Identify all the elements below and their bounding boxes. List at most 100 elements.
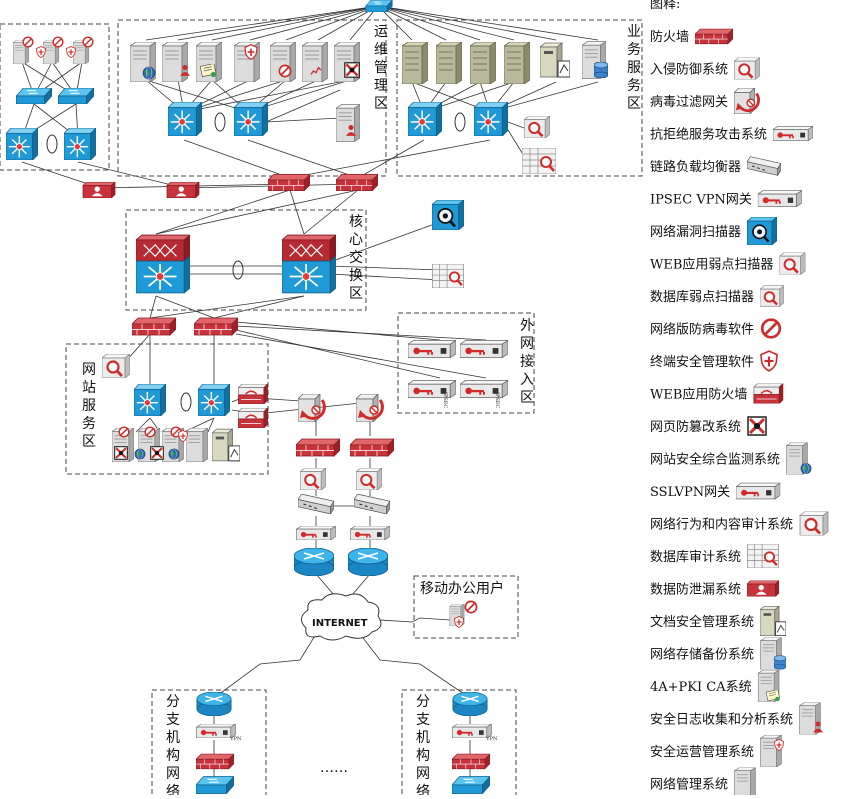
load-balancer-2 bbox=[354, 494, 390, 514]
zone-box-mobile bbox=[413, 575, 519, 639]
zone-label-website: 网站服务区 bbox=[82, 362, 96, 450]
legend-label: 数据库审计系统 bbox=[650, 549, 741, 565]
web-antivirus-icon-2 bbox=[144, 426, 156, 438]
antivirus-icon bbox=[760, 318, 782, 339]
web-anti-tamper-icon-2 bbox=[150, 446, 164, 460]
legend-label: 安全运营管理系统 bbox=[650, 744, 754, 760]
terminal-core-switch-2 bbox=[64, 128, 96, 160]
legend-item: 抗拒绝服务攻击系统 bbox=[650, 125, 814, 143]
legend-label: 抗拒绝服务攻击系统 bbox=[650, 127, 767, 143]
anti-ddos-1 bbox=[296, 526, 336, 540]
legend-label: IPSEC VPN网关 bbox=[650, 193, 752, 208]
doc-security-server bbox=[540, 42, 570, 78]
legend-label: WEB应用弱点扫描器 bbox=[650, 257, 773, 273]
anti-ddos-2 bbox=[350, 526, 390, 540]
legend-item: 网页防篡改系统 bbox=[650, 416, 768, 436]
ops-switch-1 bbox=[168, 102, 202, 136]
legend-item: IPSEC VPN网关 bbox=[650, 190, 802, 208]
legend-label: 入侵防御系统 bbox=[650, 62, 728, 78]
legend-label: 防火墙 bbox=[650, 29, 689, 45]
anti-ddos-icon bbox=[773, 125, 814, 142]
legend-label: 数据库弱点扫描器 bbox=[650, 289, 754, 305]
vuln-scanner-appliance bbox=[432, 200, 464, 230]
legend-item: 防火墙 bbox=[650, 28, 734, 45]
firewall-egress-2 bbox=[350, 438, 394, 457]
monitor-server bbox=[302, 42, 328, 82]
legend-item: 4A+PKI CA系统 bbox=[650, 670, 781, 702]
core-switch-2 bbox=[282, 234, 336, 294]
vuln-scanner-icon bbox=[747, 217, 778, 245]
legend-item: 数据库审计系统 bbox=[650, 544, 780, 568]
web-scanner-badge bbox=[102, 354, 130, 378]
ipsec-vpn-gateway-1 bbox=[408, 340, 456, 358]
firewall-core-2 bbox=[194, 317, 238, 336]
device-label: IPSEC bbox=[494, 392, 500, 408]
load-balancer-icon bbox=[747, 156, 782, 176]
anti-tamper-icon-ops bbox=[344, 62, 360, 78]
doc-security-icon bbox=[760, 606, 787, 636]
legend-label: 终端安全管理软件 bbox=[650, 354, 754, 370]
ellipsis: …… bbox=[320, 760, 348, 776]
ips-icon bbox=[734, 57, 761, 80]
zone-label-branch-1: 分支机构网络 bbox=[166, 694, 180, 795]
legend-item: 病毒过滤网关 bbox=[650, 88, 761, 114]
waf-appliance-2 bbox=[238, 408, 268, 428]
terminal-access-switch-1 bbox=[16, 88, 52, 104]
legend-item: WEB应用弱点扫描器 bbox=[650, 252, 806, 275]
web-doc-server bbox=[212, 428, 240, 462]
web-globe-icon-1 bbox=[134, 448, 146, 460]
zone-label-ops: 运维管理区 bbox=[374, 24, 388, 112]
behavior-audit-icon bbox=[799, 511, 830, 536]
no-entry-icon-ops bbox=[278, 64, 292, 78]
endpoint-shield-icon bbox=[760, 350, 779, 372]
legend-label: 网络存储备份系统 bbox=[650, 647, 754, 663]
log-analysis-server bbox=[162, 42, 188, 82]
sslvpn-icon bbox=[736, 482, 781, 500]
terminal-antivirus-icon-1 bbox=[22, 36, 34, 48]
legend-label: WEB应用防火墙 bbox=[650, 387, 747, 403]
legend-label: 网络行为和内容审计系统 bbox=[650, 517, 793, 533]
branch-router-1 bbox=[196, 692, 232, 716]
zone-label-branch-2: 分支机构网络 bbox=[416, 694, 430, 795]
pki-ca-server bbox=[196, 42, 222, 82]
web-globe-icon-2 bbox=[168, 448, 180, 460]
legend-item: 终端安全管理软件 bbox=[650, 350, 779, 372]
business-server-4 bbox=[504, 42, 530, 84]
legend-item: 安全日志收集和分析系统 bbox=[650, 702, 824, 735]
ipsec-vpn-gateway-2 bbox=[460, 340, 508, 358]
waf-icon bbox=[753, 383, 784, 404]
terminal-dlp-appliance bbox=[82, 182, 116, 198]
business-server-1 bbox=[402, 42, 428, 84]
legend-label: 网站安全综合监测系统 bbox=[650, 452, 780, 468]
internet-label: INTERNET bbox=[312, 618, 368, 629]
legend-item: 数据防泄漏系统 bbox=[650, 580, 780, 598]
legend-item: 入侵防御系统 bbox=[650, 57, 761, 80]
web-scanner-icon bbox=[779, 252, 806, 275]
zone-box-ops bbox=[117, 19, 387, 177]
mobile-antivirus-icon bbox=[464, 600, 478, 614]
legend-item: SSLVPN网关 bbox=[650, 482, 781, 500]
virus-gateway-1 bbox=[298, 394, 326, 422]
branch-firewall-1 bbox=[196, 753, 234, 770]
ops-dlp-appliance bbox=[166, 182, 200, 198]
legend-label: 病毒过滤网关 bbox=[650, 95, 728, 110]
device-label: VPN bbox=[485, 736, 498, 742]
legend-label: 4A+PKI CA系统 bbox=[650, 680, 752, 695]
legend-label: SSLVPN网关 bbox=[650, 485, 730, 500]
edge-router-1 bbox=[294, 548, 334, 576]
zone-label-business: 业务服务区 bbox=[627, 24, 641, 112]
dlp-icon bbox=[747, 580, 780, 597]
firewall-icon bbox=[695, 28, 734, 45]
zone-label-core: 核心交换区 bbox=[349, 214, 363, 302]
terminal-antivirus-icon-3 bbox=[82, 36, 94, 48]
legend-label: 网络管理系统 bbox=[650, 777, 728, 793]
website-switch-1 bbox=[134, 384, 166, 416]
ipsec-vpn-icon bbox=[757, 190, 802, 207]
load-balancer-1 bbox=[298, 494, 334, 514]
ips-egress-1 bbox=[300, 468, 326, 490]
terminal-antivirus-icon-2 bbox=[52, 36, 64, 48]
web-server-4 bbox=[186, 428, 208, 462]
